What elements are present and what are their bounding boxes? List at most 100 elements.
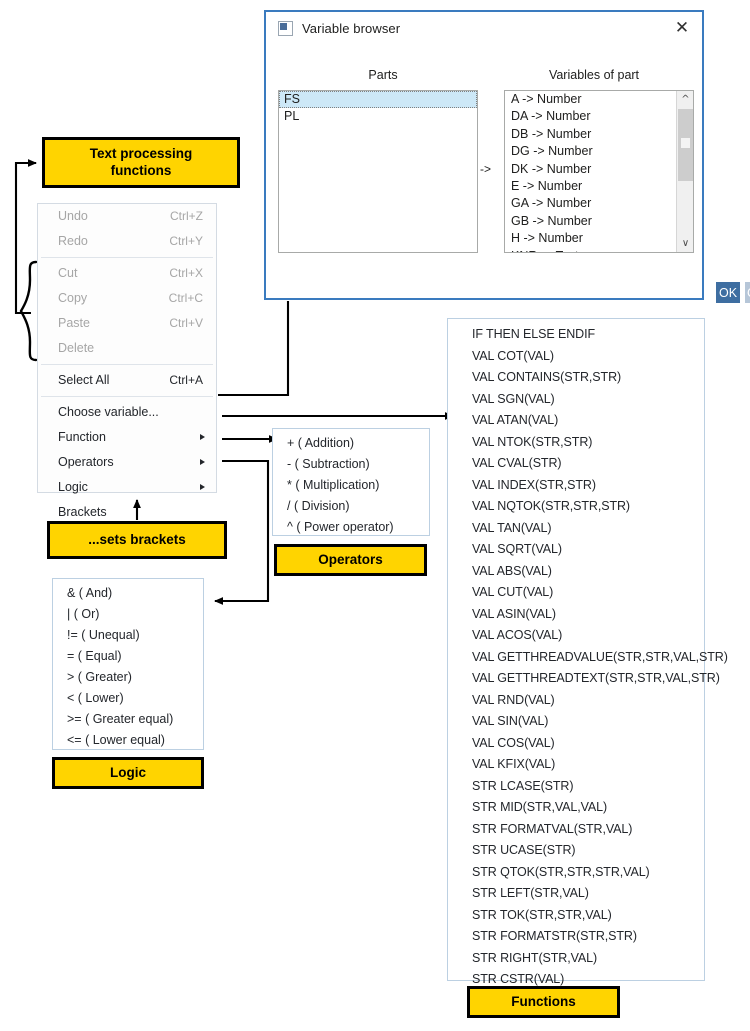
- function-item[interactable]: VAL SQRT(VAL): [472, 542, 562, 556]
- operator-item[interactable]: / ( Division): [287, 499, 350, 513]
- part-list-item[interactable]: PL: [284, 109, 300, 123]
- logic-item[interactable]: <= ( Lower equal): [67, 733, 165, 747]
- function-item[interactable]: VAL ASIN(VAL): [472, 606, 556, 621]
- logic-submenu[interactable]: & ( And) | ( Or) != ( Unequal) = ( Equal) > …: [52, 578, 204, 750]
- callout-operators: Operators: [274, 544, 427, 576]
- logic-item[interactable]: | ( Or): [67, 607, 100, 621]
- menu-item-logic[interactable]: Logic: [38, 475, 216, 500]
- callout-logic: Logic: [52, 757, 204, 789]
- variable-list-item[interactable]: DG -> Number: [511, 144, 593, 159]
- variable-list-item[interactable]: E -> Number: [511, 178, 583, 193]
- scrollbar-thumb[interactable]: [678, 109, 693, 181]
- function-item[interactable]: STR LCASE(STR): [472, 778, 574, 793]
- variable-list-item[interactable]: A -> Number: [511, 92, 582, 106]
- logic-item[interactable]: = ( Equal): [67, 649, 122, 663]
- logic-item[interactable]: & ( And): [67, 586, 113, 600]
- function-item[interactable]: STR FORMATVAL(STR,VAL): [472, 821, 633, 836]
- variable-browser-dialog[interactable]: Variable browser ✕ Parts Variables of pa…: [264, 10, 750, 303]
- function-item[interactable]: VAL KFIX(VAL): [472, 757, 556, 771]
- function-item[interactable]: STR QTOK(STR,STR,STR,VAL): [472, 864, 650, 879]
- brace-edit-group: [19, 260, 38, 362]
- function-item[interactable]: STR UCASE(STR): [472, 843, 576, 857]
- function-item[interactable]: VAL CONTAINS(STR,STR): [472, 370, 622, 384]
- menu-item-label: Delete: [58, 341, 95, 355]
- close-icon[interactable]: ✕: [674, 17, 690, 38]
- menu-item-shortcut: Ctrl+X: [169, 266, 203, 280]
- function-item[interactable]: STR CSTR(VAL): [472, 972, 565, 986]
- chevron-up-icon[interactable]: ^: [681, 94, 690, 105]
- variable-list-item[interactable]: GA -> Number: [511, 196, 592, 211]
- dialog-title: Variable browser: [302, 20, 401, 36]
- function-item[interactable]: VAL NQTOK(STR,STR,STR): [472, 499, 630, 513]
- logic-item[interactable]: > ( Greater): [67, 670, 132, 684]
- ok-button[interactable]: OK: [716, 282, 740, 303]
- function-item[interactable]: VAL COT(VAL): [472, 348, 554, 363]
- variable-list-item[interactable]: GB -> Number: [511, 213, 592, 228]
- function-item[interactable]: IF THEN ELSE ENDIF: [472, 327, 595, 341]
- menu-item-delete: Delete: [38, 336, 216, 361]
- menu-item-choose-variable[interactable]: Choose variable...: [38, 400, 216, 425]
- variable-list-item[interactable]: DK -> Number: [511, 161, 592, 176]
- dialog-titlebar[interactable]: Variable browser: [266, 12, 702, 44]
- variable-list-item[interactable]: DB -> Number: [511, 126, 592, 141]
- function-item[interactable]: VAL NTOK(STR,STR): [472, 434, 593, 449]
- variables-column-header: Variables of part: [548, 68, 640, 82]
- menu-item-operators[interactable]: Operators: [38, 450, 216, 475]
- chevron-down-icon[interactable]: ∨: [681, 238, 690, 249]
- part-list-item[interactable]: FS: [279, 91, 477, 108]
- function-item[interactable]: VAL ATAN(VAL): [472, 413, 559, 427]
- function-item[interactable]: VAL GETTHREADVALUE(STR,STR,VAL,STR): [472, 649, 728, 664]
- function-item[interactable]: STR FORMATSTR(STR,STR): [472, 929, 637, 943]
- function-item[interactable]: VAL RND(VAL): [472, 692, 555, 707]
- functions-submenu[interactable]: IF THEN ELSE ENDIF VAL COT(VAL) VAL CONTAI…: [447, 318, 728, 986]
- function-item[interactable]: VAL SIN(VAL): [472, 714, 549, 728]
- operator-item[interactable]: + ( Addition): [287, 436, 355, 450]
- menu-item-label: Paste: [58, 316, 90, 330]
- variable-list-item[interactable]: DA -> Number: [511, 109, 591, 124]
- callout-functions: Functions: [467, 986, 620, 1018]
- wire-choose-variable: [218, 301, 290, 397]
- operator-item[interactable]: * ( Multiplication): [287, 478, 380, 492]
- app-window-icon: [278, 20, 293, 36]
- menu-item-label: Logic: [58, 480, 88, 494]
- menu-item-brackets[interactable]: Brackets: [38, 500, 216, 525]
- function-item[interactable]: VAL SGN(VAL): [472, 391, 555, 406]
- operator-item[interactable]: ^ ( Power operator): [287, 520, 394, 534]
- wire-textprocessing: [14, 159, 37, 315]
- function-item[interactable]: VAL GETTHREADTEXT(STR,STR,VAL,STR): [472, 671, 720, 685]
- menu-separator: [41, 257, 213, 258]
- transfer-arrow-icon: ->: [480, 162, 492, 176]
- function-item[interactable]: STR MID(STR,VAL,VAL): [472, 800, 608, 814]
- function-item[interactable]: VAL COS(VAL): [472, 735, 555, 750]
- logic-item[interactable]: != ( Unequal): [67, 628, 140, 642]
- variables-listbox[interactable]: A -> Number DA -> Number DB -> Number DG ->…: [504, 90, 694, 253]
- function-item[interactable]: VAL CUT(VAL): [472, 585, 554, 599]
- menu-item-label: Choose variable...: [58, 405, 159, 419]
- function-item[interactable]: STR LEFT(STR,VAL): [472, 886, 589, 900]
- function-item[interactable]: VAL TAN(VAL): [472, 520, 552, 535]
- logic-item[interactable]: >= ( Greater equal): [67, 712, 174, 726]
- operator-item[interactable]: - ( Subtraction): [287, 457, 370, 471]
- function-item[interactable]: VAL ABS(VAL): [472, 563, 552, 578]
- function-item[interactable]: STR TOK(STR,STR,VAL): [472, 907, 612, 922]
- submenu-arrow-icon: [200, 459, 205, 465]
- function-item[interactable]: VAL CVAL(STR): [472, 456, 562, 470]
- variable-list-item[interactable]: H -> Number: [511, 231, 583, 246]
- function-item[interactable]: VAL INDEX(STR,STR): [472, 477, 596, 492]
- menu-item-label: Cut: [58, 266, 78, 280]
- function-item[interactable]: VAL ACOS(VAL): [472, 628, 563, 642]
- variable-list-item[interactable]: KNR -> Text: [505, 248, 675, 252]
- logic-item[interactable]: < ( Lower): [67, 691, 124, 705]
- cancel-button[interactable]: Cancel: [745, 282, 750, 303]
- menu-item-label: Brackets: [58, 505, 107, 519]
- operators-submenu[interactable]: + ( Addition) - ( Subtraction) * ( Multipl…: [272, 428, 430, 536]
- submenu-arrow-icon: [200, 434, 205, 440]
- variables-scrollbar[interactable]: ^ ∨: [676, 91, 693, 252]
- menu-item-function[interactable]: Function: [38, 425, 216, 450]
- function-item[interactable]: STR RIGHT(STR,VAL): [472, 950, 598, 965]
